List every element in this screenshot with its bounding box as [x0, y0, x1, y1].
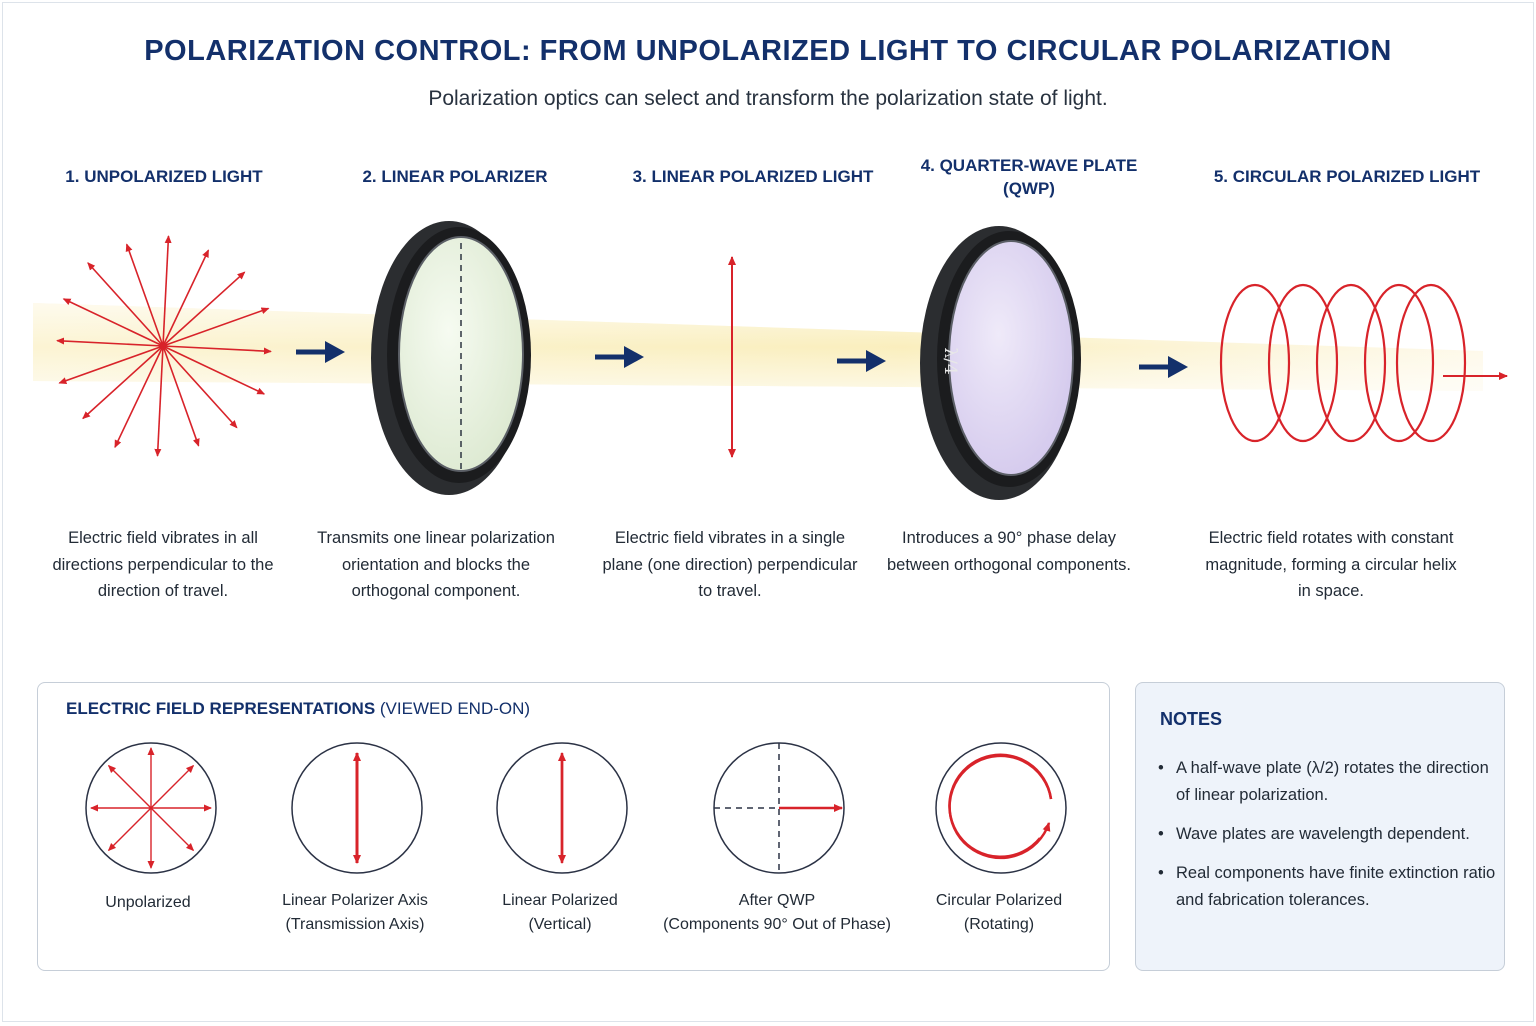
step-4-title-text: 4. QUARTER-WAVE PLATE (QWP): [920, 156, 1138, 198]
helix-loop: [1315, 283, 1387, 443]
page-subtitle: Polarization optics can select and trans…: [428, 87, 1108, 110]
direction-arrow-3: [837, 350, 886, 372]
field-vector: [125, 243, 164, 347]
step-5-title: 5. CIRCULAR POLARIZED LIGHT: [1213, 167, 1481, 186]
rep-field-vector: [107, 807, 152, 852]
field-vector: [162, 345, 238, 429]
rep-label-after-qwp: After QWP (Components 90° Out of Phase): [647, 889, 907, 937]
rep-label-circular-line2: (Rotating): [963, 916, 1035, 933]
notes-panel: NOTES A half-wave plate (λ/2) rotates th…: [1135, 682, 1505, 971]
rep-field-vector: [107, 764, 152, 809]
notes-title: NOTES: [1160, 709, 1223, 729]
note-item: Wave plates are wavelength dependent.: [1158, 821, 1498, 848]
note-item: Real components have finite extinction r…: [1158, 860, 1498, 914]
direction-arrow-2: [595, 346, 644, 368]
unpolarized-field-vectors: [56, 235, 272, 457]
qwp-lens-label: λ/4: [940, 347, 960, 374]
rep-polarizer-axis-icon: [291, 742, 423, 874]
helix-loop: [1395, 283, 1467, 443]
notes-list: A half-wave plate (λ/2) rotates the dire…: [1158, 755, 1498, 926]
rep-label-polarizer-axis: Linear Polarizer Axis (Transmission Axis…: [225, 889, 485, 937]
direction-arrow-1: [296, 341, 345, 363]
rep-label-linear-polarized-line2: (Vertical): [528, 916, 592, 933]
rep-linear-polarized-icon: [496, 742, 628, 874]
quarter-wave-plate-lens: λ/4: [920, 226, 1081, 500]
rep-label-circular: Circular Polarized (Rotating): [869, 889, 1129, 937]
step-1-description: Electric field vibrates in all direction…: [52, 529, 274, 600]
direction-arrows: [296, 341, 1188, 378]
field-vector: [82, 345, 164, 420]
rep-label-unpolarized: Unpolarized: [18, 891, 278, 915]
field-vector: [162, 249, 210, 347]
light-beam: [33, 303, 1483, 391]
circular-polarization-helix: [1219, 283, 1467, 443]
note-item: A half-wave plate (λ/2) rotates the dire…: [1158, 755, 1498, 809]
rep-label-polarizer-axis-line2: (Transmission Axis): [285, 916, 425, 933]
step-1-title: 1. UNPOLARIZED LIGHT: [65, 167, 263, 186]
field-vector: [162, 271, 246, 347]
rep-label-polarizer-axis-line1: Linear Polarizer Axis: [282, 892, 428, 909]
direction-arrow-4: [1139, 356, 1188, 378]
rep-unpolarized-icon: [85, 742, 217, 874]
field-vector: [114, 345, 164, 449]
field-vector: [56, 337, 164, 347]
field-vector: [87, 262, 164, 347]
field-vector: [58, 345, 164, 384]
field-vector: [162, 345, 272, 355]
field-vector: [162, 307, 270, 347]
step-4-description: Introduces a 90° phase delay between ort…: [886, 529, 1131, 574]
representations-heading: ELECTRIC FIELD REPRESENTATIONS (VIEWED E…: [66, 699, 530, 719]
field-vector: [162, 345, 200, 447]
field-vector: [162, 235, 172, 347]
field-vector: [162, 345, 266, 395]
rep-label-linear-polarized-line1: Linear Polarized: [502, 892, 618, 909]
beam-diagram: λ/4: [33, 221, 1508, 500]
helix-loop: [1219, 283, 1291, 443]
rep-field-vector: [150, 764, 195, 809]
rep-label-circular-line1: Circular Polarized: [935, 892, 1063, 909]
field-vector: [154, 345, 164, 457]
rep-label-after-qwp-line1: After QWP: [738, 892, 816, 909]
step-4-title: 4. QUARTER-WAVE PLATE (QWP): [879, 154, 1179, 200]
rep-label-after-qwp-line2: (Components 90° Out of Phase): [663, 916, 891, 933]
step-3-description: Electric field vibrates in a single plan…: [602, 529, 858, 600]
rep-after-qwp-icon: [713, 742, 845, 874]
rep-field-vector: [150, 807, 195, 852]
helix-loop: [1267, 283, 1339, 443]
helix-loop: [1363, 283, 1435, 443]
representations-heading-normal: (VIEWED END-ON): [375, 699, 531, 718]
field-representations-panel: ELECTRIC FIELD REPRESENTATIONS (VIEWED E…: [37, 682, 1110, 971]
step-3-title: 3. LINEAR POLARIZED LIGHT: [632, 167, 874, 186]
page-title: POLARIZATION CONTROL: FROM UNPOLARIZED L…: [144, 35, 1392, 67]
representations-heading-bold: ELECTRIC FIELD REPRESENTATIONS: [66, 699, 376, 718]
step-5-description: Electric field rotates with constant mag…: [1205, 529, 1457, 600]
rep-label-unpolarized-line1: Unpolarized: [105, 894, 191, 911]
step-2-description: Transmits one linear polarization orient…: [317, 529, 555, 600]
rep-label-linear-polarized: Linear Polarized (Vertical): [430, 889, 690, 937]
field-vector: [62, 298, 164, 347]
linear-polarizer-lens: [371, 221, 531, 495]
step-2-title: 2. LINEAR POLARIZER: [362, 167, 548, 186]
rep-circular-polarized-icon: [935, 742, 1067, 874]
representation-icons: [85, 742, 1067, 874]
